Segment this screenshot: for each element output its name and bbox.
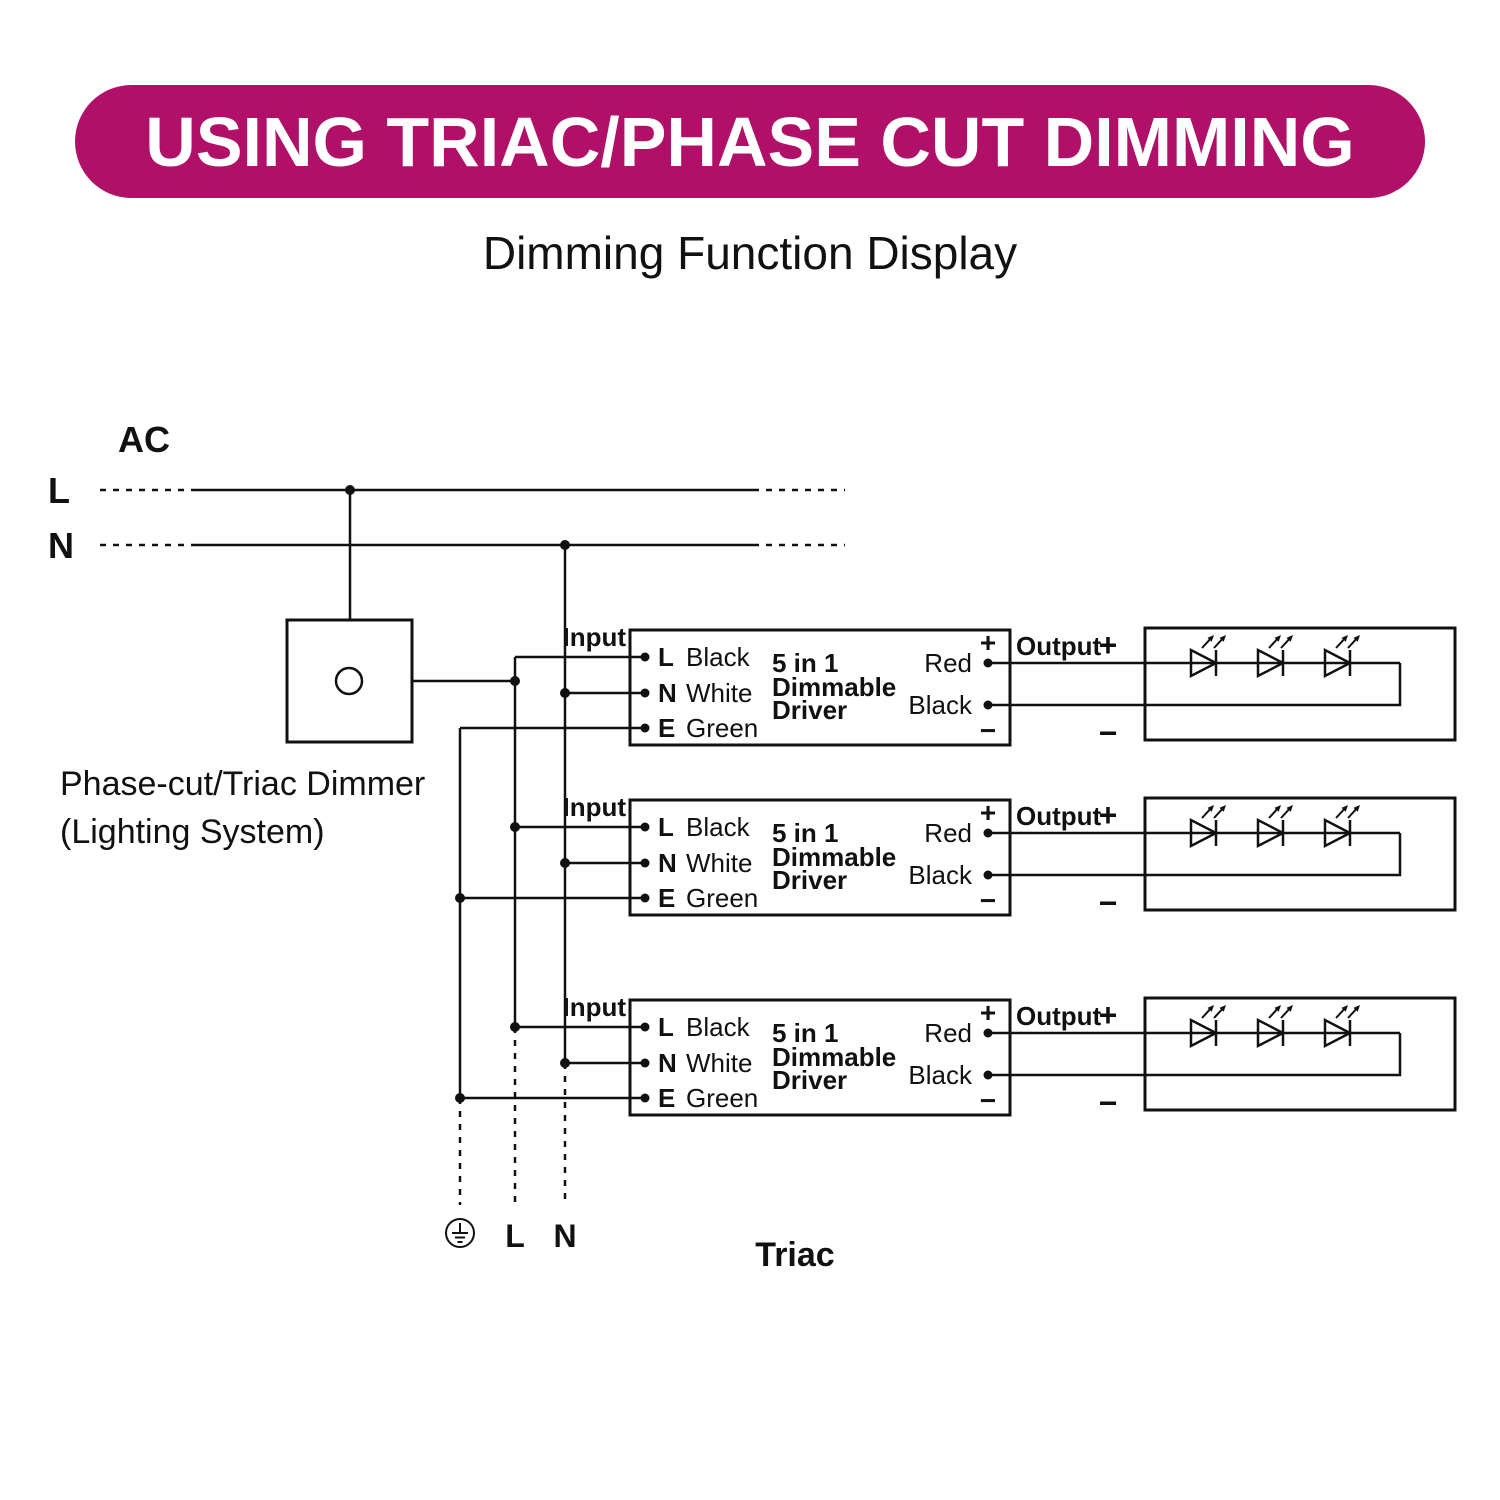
driver-title-line3: Driver (772, 695, 847, 725)
driver-title-line3: Driver (772, 865, 847, 895)
out-pos-label: Red (924, 648, 972, 678)
pin-l-wire-label: Black (686, 812, 751, 842)
dimmer-knob-icon (334, 666, 364, 696)
banner-title: USING TRIAC/PHASE CUT DIMMING (145, 102, 1355, 181)
pin-e-wire-label: Green (686, 713, 758, 743)
pin-e-letter: E (658, 1083, 675, 1113)
out-pos-label: Red (924, 1018, 972, 1048)
banner: USING TRIAC/PHASE CUT DIMMING (75, 85, 1425, 198)
minus-sign-inner: − (980, 1085, 996, 1116)
plus-sign-inner: + (980, 627, 996, 658)
dimmer-caption-line2: (Lighting System) (60, 813, 325, 851)
pin-l-letter: L (658, 812, 674, 842)
pin-l-wire-label: Black (686, 1012, 751, 1042)
minus-sign-inner: − (980, 885, 996, 916)
pin-n-letter: N (658, 848, 677, 878)
minus-sign-inner: − (980, 715, 996, 746)
out-neg-label: Black (908, 860, 973, 890)
driver-pin-dots (640, 822, 993, 903)
dimmer-caption-line1: Phase-cut/Triac Dimmer (60, 765, 425, 803)
pin-n-wire-label: White (686, 1048, 752, 1078)
driver-wires (460, 1025, 1402, 1100)
driver-box (628, 798, 1012, 917)
led-strip-box (1143, 796, 1457, 912)
driver-pin-dots (640, 652, 993, 733)
driver-title-line1: 5 in 1 (772, 818, 838, 848)
pin-e-letter: E (658, 713, 675, 743)
dimmer-box (285, 618, 414, 744)
bottom-l-label: L (505, 1218, 525, 1254)
pin-e-wire-label: Green (686, 883, 758, 913)
driver-title-line1: 5 in 1 (772, 648, 838, 678)
plus-sign-outer: + (1099, 627, 1118, 663)
l-line-label: L (48, 470, 70, 511)
driver-box (628, 998, 1012, 1117)
junction-dots (345, 485, 570, 1103)
out-neg-label: Black (908, 1060, 973, 1090)
driver-title-line2: Dimmable (772, 672, 896, 702)
bottom-terminals: L N Triac (445, 1218, 835, 1274)
led-strip-box (1143, 996, 1457, 1112)
driver-pin-dots (640, 1022, 993, 1103)
plus-sign-inner: + (980, 997, 996, 1028)
pin-n-wire-label: White (686, 678, 752, 708)
pin-n-letter: N (658, 678, 677, 708)
subtitle: Dimming Function Display (482, 227, 1018, 279)
pin-l-letter: L (658, 642, 674, 672)
driver-title-line2: Dimmable (772, 842, 896, 872)
minus-sign-outer: − (1099, 715, 1118, 751)
driver-wires (460, 825, 1402, 900)
plus-sign-outer: + (1099, 997, 1118, 1033)
output-label: Output (1016, 1001, 1102, 1031)
bottom-n-label: N (553, 1218, 576, 1254)
pin-e-wire-label: Green (686, 1083, 758, 1113)
n-line-label: N (48, 525, 74, 566)
plus-sign-outer: + (1099, 797, 1118, 833)
pin-e-letter: E (658, 883, 675, 913)
driver-title-line2: Dimmable (772, 1042, 896, 1072)
pin-n-letter: N (658, 1048, 677, 1078)
driver-unit-1: Input L Black N White E Green 5 in 1 Dim… (460, 622, 1457, 751)
minus-sign-outer: − (1099, 1085, 1118, 1121)
out-neg-label: Black (908, 690, 973, 720)
driver-title-line1: 5 in 1 (772, 1018, 838, 1048)
minus-sign-outer: − (1099, 885, 1118, 921)
ac-label: AC (118, 419, 170, 460)
bus-lines (458, 545, 567, 1205)
output-label: Output (1016, 801, 1102, 831)
out-pos-label: Red (924, 818, 972, 848)
pin-l-letter: L (658, 1012, 674, 1042)
plus-sign-inner: + (980, 797, 996, 828)
input-label: Input (562, 992, 626, 1022)
pin-l-wire-label: Black (686, 642, 751, 672)
driver-wires (460, 655, 1402, 730)
driver-unit-2: Input L Black N White E Green 5 in 1 Dim… (460, 792, 1457, 921)
driver-unit-3: Input L Black N White E Green 5 in 1 Dim… (460, 992, 1457, 1121)
input-label: Input (562, 622, 626, 652)
driver-title-line3: Driver (772, 1065, 847, 1095)
input-label: Input (562, 792, 626, 822)
mains-section: AC L N (48, 419, 845, 566)
dimmer-section: Phase-cut/Triac Dimmer (Lighting System) (60, 490, 515, 851)
driver-box (628, 628, 1012, 747)
triac-label: Triac (755, 1236, 834, 1274)
ground-icon (445, 1218, 475, 1248)
output-label: Output (1016, 631, 1102, 661)
led-strip-box (1143, 626, 1457, 742)
pin-n-wire-label: White (686, 848, 752, 878)
